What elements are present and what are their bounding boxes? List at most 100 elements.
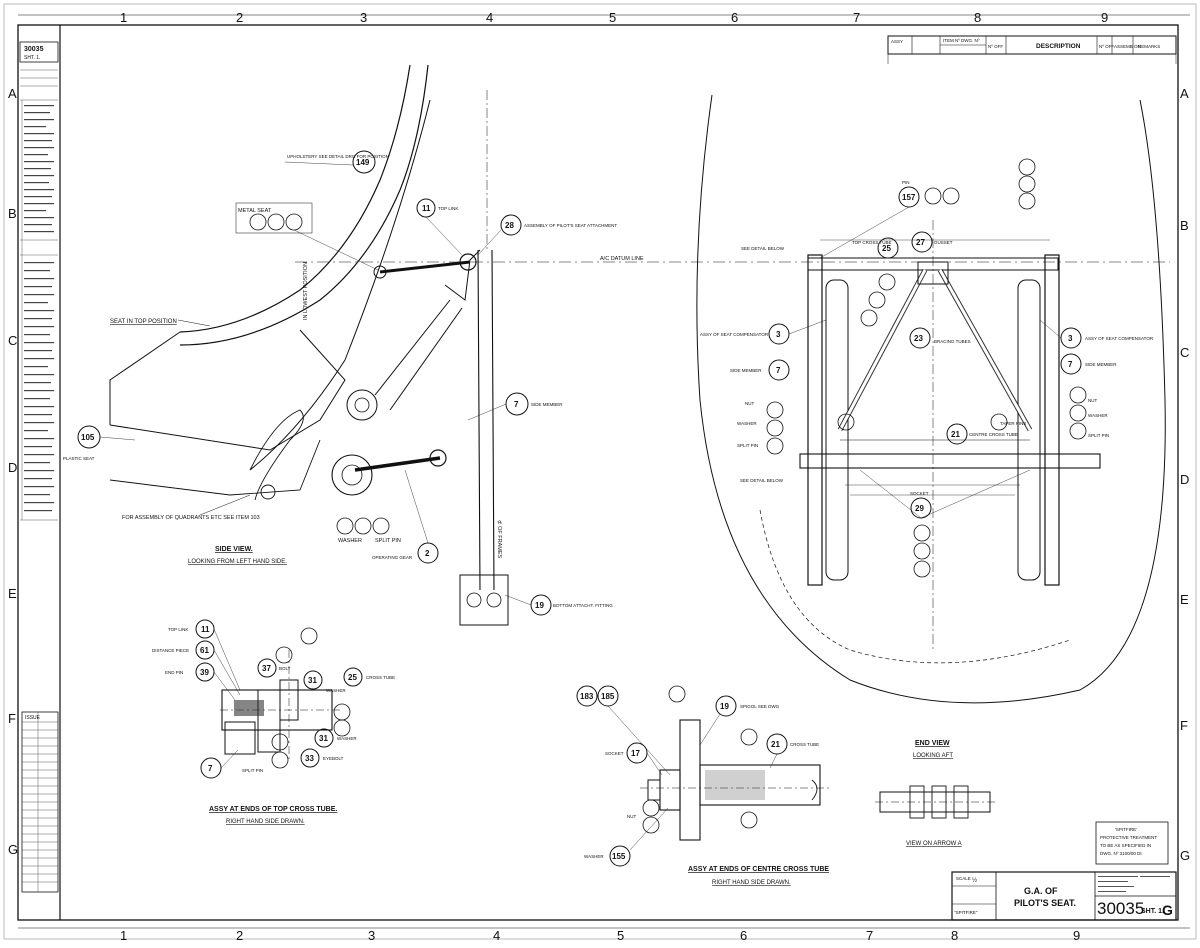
callout-19-side-text: BOTTOM ATTACHT. FITTING: [553, 603, 613, 608]
datum-label: A/C DATUM LINE: [600, 256, 644, 262]
callout-19-centre-text: SPIGOL SEE DWG: [740, 704, 780, 709]
top-cross-tube-detail: 11 TOP LINK 61 DISTANCE PIECE 39 END PIN…: [152, 619, 395, 825]
callout-31-a: [303, 670, 323, 690]
end-split-pin-label-r: SPLIT PIN: [1088, 433, 1109, 438]
frames-centreline: ⊄ OF FRAMES: [496, 520, 503, 559]
end-view: 157 PIN 25 TOP CROSS TUBE 27 GUSSET 23 B…: [696, 94, 1166, 759]
rev-col-assy: ASSY: [891, 39, 903, 44]
callout-28-text: ASSEMBLY OF PILOT'S SEAT ATTACHMENT: [524, 223, 617, 228]
compensator-rod: [444, 249, 481, 301]
callout-33-num: 33: [305, 754, 314, 763]
tube-split-pin-label: SPLIT PIN: [242, 768, 263, 773]
callout-7-side-text: SIDE MEMBER: [531, 402, 563, 407]
quadrant-pivot: [260, 484, 276, 500]
grid-row-g: G: [8, 842, 18, 857]
callout-37-num: 37: [262, 664, 271, 673]
grid-col-2-bottom: 2: [236, 928, 243, 943]
callout-25-tube: [343, 667, 363, 687]
metal-seat-label: METAL SEAT: [238, 208, 272, 214]
frame-curve: [249, 99, 431, 471]
callout-25-end-text: TOP CROSS TUBE: [852, 240, 892, 245]
revision-header-box: [887, 35, 1177, 55]
callout-149-num: 149: [356, 158, 370, 167]
callout-33: [300, 748, 320, 768]
callout-25-end-num: 25: [882, 244, 891, 253]
drawing-issue: G: [1162, 902, 1173, 918]
callout-7-tube-num: 7: [208, 764, 213, 773]
side-view-subtitle: LOOKING FROM LEFT HAND SIDE.: [188, 559, 287, 565]
outer-edge: [3, 3, 1197, 940]
callout-37-text: BOLT: [279, 666, 291, 671]
seat-lowest-label: IN LOWEST POSITION: [303, 262, 309, 320]
seat-top-position-label: SEAT IN TOP POSITION: [110, 319, 177, 325]
centre-side-member: [679, 719, 701, 841]
grid-columns-bottom: 1 2 3 4 5 6 7 8 9: [120, 928, 1080, 943]
grid-col-8-bottom: 8: [951, 928, 958, 943]
callout-19-side-num: 19: [535, 601, 544, 610]
seat-pan-lower: [109, 329, 346, 451]
rev-col-remarks: REMARKS: [1138, 44, 1160, 49]
centre-cross-tube-body: [699, 764, 821, 806]
callout-17-text: SOCKET: [605, 751, 624, 756]
callout-155-num: 155: [612, 852, 626, 861]
grid-col-4-bottom: 4: [493, 928, 500, 943]
grid-col-6: 6: [731, 10, 738, 25]
view-on-arrow-a: VIEW ON ARROW A: [875, 785, 995, 847]
callout-11-side-num: 11: [422, 204, 431, 213]
callout-3-end-right-text: ASSY OF SEAT COMPENSATOR: [1085, 336, 1154, 341]
side-member-tube: [477, 249, 495, 591]
title-line-1: G.A. OF: [1024, 886, 1058, 896]
callout-39-text: END PIN: [165, 670, 183, 675]
spec-note-box: [1095, 821, 1169, 865]
callout-25-end: [877, 237, 899, 259]
grid-col-5-bottom: 5: [617, 928, 624, 943]
callout-27-text: GUSSET: [934, 240, 953, 245]
side-split-pin-label: SPLIT PIN: [375, 538, 401, 544]
rev-col-item: ITEM Nº: [943, 38, 960, 43]
callout-3-end-right-num: 3: [1068, 334, 1073, 343]
callout-17-num: 17: [631, 749, 640, 758]
callout-149: [352, 150, 376, 174]
grid-row-g-right: G: [1180, 848, 1190, 863]
grid-col-5: 5: [609, 10, 616, 25]
grid-row-f: F: [8, 711, 16, 726]
callout-105-num: 105: [81, 433, 95, 442]
grid-row-c-right: C: [1180, 345, 1189, 360]
end-view-subtitle: LOOKING AFT: [913, 753, 953, 759]
end-nut-label: NUT: [745, 401, 754, 406]
grid-row-f-right: F: [1180, 718, 1188, 733]
grid-row-b: B: [8, 206, 17, 221]
grid-row-b-right: B: [1180, 218, 1189, 233]
rev-col-description: DESCRIPTION: [1036, 43, 1081, 50]
rev-col-dwg: DWG. Nº: [961, 38, 980, 43]
end-side-member-right: [1044, 254, 1060, 586]
callout-155-text: WASHER: [584, 854, 604, 859]
callout-3-end-left-text: ASSY OF SEAT COMPENSATOR: [700, 332, 769, 337]
callout-28: [500, 214, 522, 236]
callout-157-text: PIN: [902, 180, 910, 185]
rev-col-off2: Nº OFF: [1099, 44, 1114, 49]
callout-21-end-num: 21: [951, 430, 960, 439]
end-view-title: END VIEW: [915, 740, 950, 747]
callout-21-centre-num: 21: [771, 740, 780, 749]
callout-37: [257, 658, 277, 678]
grid-col-7: 7: [853, 10, 860, 25]
end-side-member-left: [807, 254, 823, 586]
callout-183: [576, 685, 598, 707]
callout-25-tube-num: 25: [348, 673, 357, 682]
callout-27: [911, 231, 933, 253]
end-split-pin-label: SPLIT PIN: [737, 443, 758, 448]
callout-25-tube-text: CROSS TUBE: [366, 675, 395, 680]
frame-border: [17, 24, 1179, 921]
fuselage-section-outline: [696, 94, 1166, 704]
spec-note-line-3: TO BE AS SPECIFIED IN: [1100, 843, 1151, 848]
callout-31-a-num: 31: [308, 676, 317, 685]
scale-label: SCALE: [956, 876, 971, 881]
side-view-title: SIDE VIEW.: [215, 546, 253, 553]
callout-61-text: DISTANCE PIECE: [152, 648, 189, 653]
top-link: [379, 260, 471, 274]
project-name: "SPITFIRE": [954, 910, 978, 915]
grid-col-6-bottom: 6: [740, 928, 747, 943]
callout-7-end-left-num: 7: [776, 366, 781, 375]
